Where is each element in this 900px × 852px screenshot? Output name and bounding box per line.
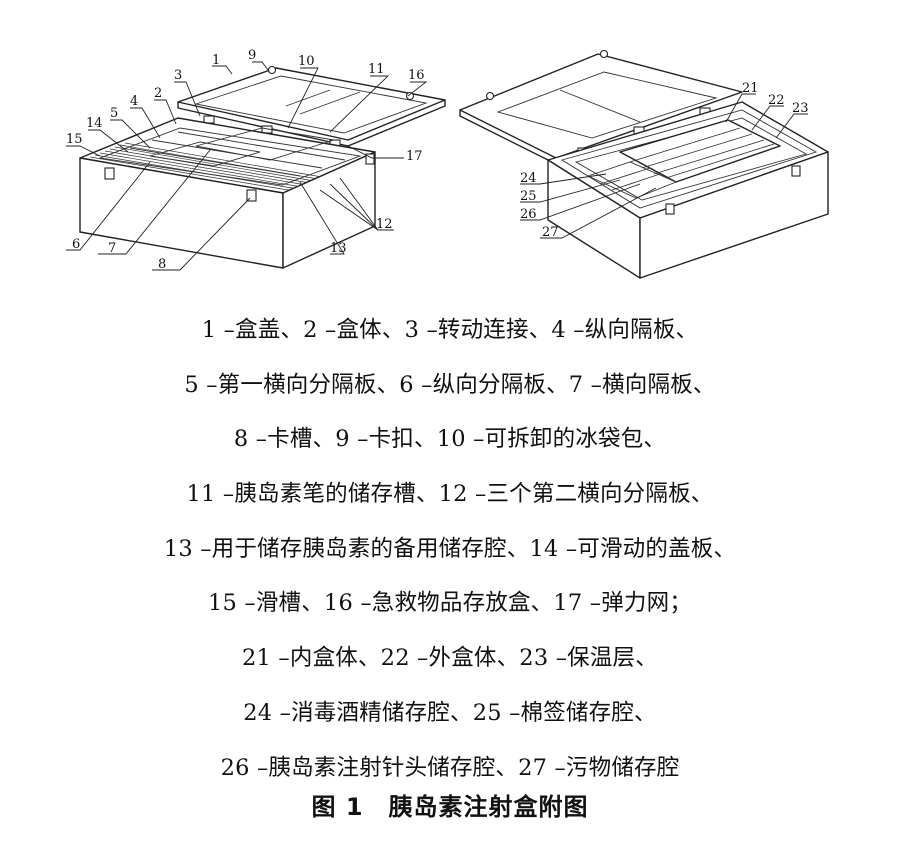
- right-side-slot: [791, 165, 801, 177]
- right-inner-box: [619, 119, 781, 183]
- callout-26: 26: [520, 207, 537, 222]
- callout-14: 14: [86, 116, 103, 131]
- legend-line-6: 15 –滑槽、16 –急救物品存放盒、17 –弹力网；: [208, 590, 692, 617]
- right-callout-labels: 21 22 23 24 25 26 27: [520, 81, 809, 240]
- legend-line-8: 24 –消毒酒精储存腔、25 –棉签储存腔、: [243, 699, 657, 726]
- left-side-slot: [365, 153, 375, 165]
- callout-17: 17: [406, 149, 423, 164]
- callout-11: 11: [368, 62, 385, 77]
- callout-22: 22: [768, 93, 785, 108]
- figure-drawing: 9 1 10 11 16 3 2 4 5 14 15 17 6 7 8 13 1…: [0, 0, 900, 290]
- callout-24: 24: [520, 171, 537, 186]
- callout-8: 8: [158, 257, 166, 272]
- legend-line-2: 5 –第一横向分隔板、6 –纵向分隔板、7 –横向隔板、: [184, 371, 716, 398]
- box-diagrams: 9 1 10 11 16 3 2 4 5 14 15 17 6 7 8 13 1…: [66, 48, 829, 279]
- left-front-slot-1: [104, 167, 115, 180]
- callout-12: 12: [376, 217, 393, 232]
- left-lid-clasp-2: [405, 91, 415, 101]
- callout-15: 15: [66, 132, 83, 147]
- left-sliding-grate: [85, 142, 323, 195]
- legend-line-5: 13 –用于储存胰岛素的备用储存腔、14 –可滑动的盖板、: [163, 535, 737, 562]
- legend-line-4: 11 –胰岛素笔的储存槽、12 –三个第二横向分隔板、: [186, 481, 714, 508]
- legend-line-3: 8 –卡槽、9 –卡扣、10 –可拆卸的冰袋包、: [233, 426, 667, 453]
- right-lid-inner: [496, 71, 718, 139]
- right-front-slot: [665, 203, 675, 215]
- callout-9: 9: [248, 48, 256, 63]
- legend-line-1: 1 –盒盖、2 –盒体、3 –转动连接、4 –纵向隔板、: [201, 317, 699, 343]
- callout-3: 3: [174, 68, 182, 83]
- callout-23: 23: [792, 101, 809, 116]
- right-lid-clasp-1: [485, 91, 495, 101]
- left-lid-inner: [194, 75, 428, 134]
- right-leaders: [520, 93, 808, 239]
- callout-4: 4: [130, 94, 138, 109]
- legend-line-7: 21 –内盒体、22 –外盒体、23 –保温层、: [242, 645, 658, 672]
- right-lid-clasp-2: [599, 49, 609, 59]
- callout-27: 27: [542, 225, 559, 240]
- callout-5: 5: [110, 106, 118, 121]
- callout-13: 13: [330, 241, 347, 256]
- left-lid-clasp-1: [267, 65, 277, 75]
- right-box-side: [639, 151, 829, 279]
- left-hinge-1: [203, 115, 215, 124]
- callout-1: 1: [212, 53, 220, 68]
- left-front-slot-2: [246, 189, 257, 202]
- figure-title: 图 1 胰岛素注射盒附图: [311, 793, 589, 821]
- left-callout-labels: 9 1 10 11 16 3 2 4 5 14 15 17 6 7 8 13 1…: [66, 48, 425, 272]
- right-box-drawing: [459, 49, 829, 279]
- callout-16: 16: [408, 68, 425, 83]
- legend-caption: 1 –盒盖、2 –盒体、3 –转动连接、4 –纵向隔板、 5 –第一横向分隔板、…: [0, 303, 900, 795]
- callout-10: 10: [298, 54, 315, 69]
- callout-2: 2: [154, 86, 162, 101]
- callout-21: 21: [742, 81, 759, 96]
- callout-7: 7: [108, 241, 116, 256]
- left-leaders: [66, 61, 428, 271]
- callout-6: 6: [72, 237, 80, 252]
- callout-25: 25: [520, 189, 537, 204]
- legend-line-9: 26 –胰岛素注射针头储存腔、27 –污物储存腔: [220, 754, 680, 781]
